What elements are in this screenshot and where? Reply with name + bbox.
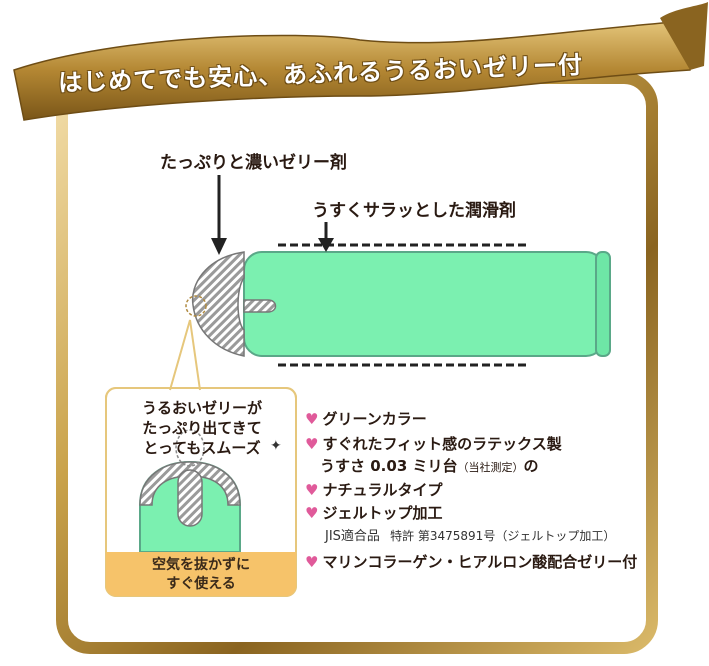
feature-item: ♥すぐれたフィット感のラテックス製 <box>305 435 562 453</box>
thickness-line: うすさ 0.03 ミリ台（当社測定）の <box>320 457 539 475</box>
jis-line: JIS適合品 特許 第3475891号（ジェルトップ加工） <box>325 529 616 544</box>
callout-bottom-line-2: すぐ使える <box>166 576 236 592</box>
heart-icon: ♥ <box>305 481 319 499</box>
heart-icon: ♥ <box>305 410 319 428</box>
svg-text:✦: ✦ <box>270 438 282 454</box>
callout-line-2: たっぷり出てきて <box>142 419 262 437</box>
feature-item: ♥グリーンカラー <box>305 410 427 428</box>
thick-gel-label: たっぷりと濃いゼリー剤 <box>160 153 347 173</box>
thin-lubricant-label: うすくサラッとした潤滑剤 <box>312 201 516 221</box>
callout-bottom-band <box>106 552 296 596</box>
callout-line-1: うるおいゼリーが <box>141 399 262 417</box>
feature-item: ♥ナチュラルタイプ <box>305 481 443 499</box>
heart-icon: ♥ <box>305 504 319 522</box>
feature-item: ♥マリンコラーゲン・ヒアルロン酸配合ゼリー付 <box>305 553 638 571</box>
feature-item: ♥ジェルトップ加工 <box>305 504 443 522</box>
heart-icon: ♥ <box>305 435 319 453</box>
callout-line-3: とってもスムーズ <box>143 439 261 457</box>
heart-icon: ♥ <box>305 553 319 571</box>
callout-bottom-line-1: 空気を抜かずに <box>152 557 250 573</box>
